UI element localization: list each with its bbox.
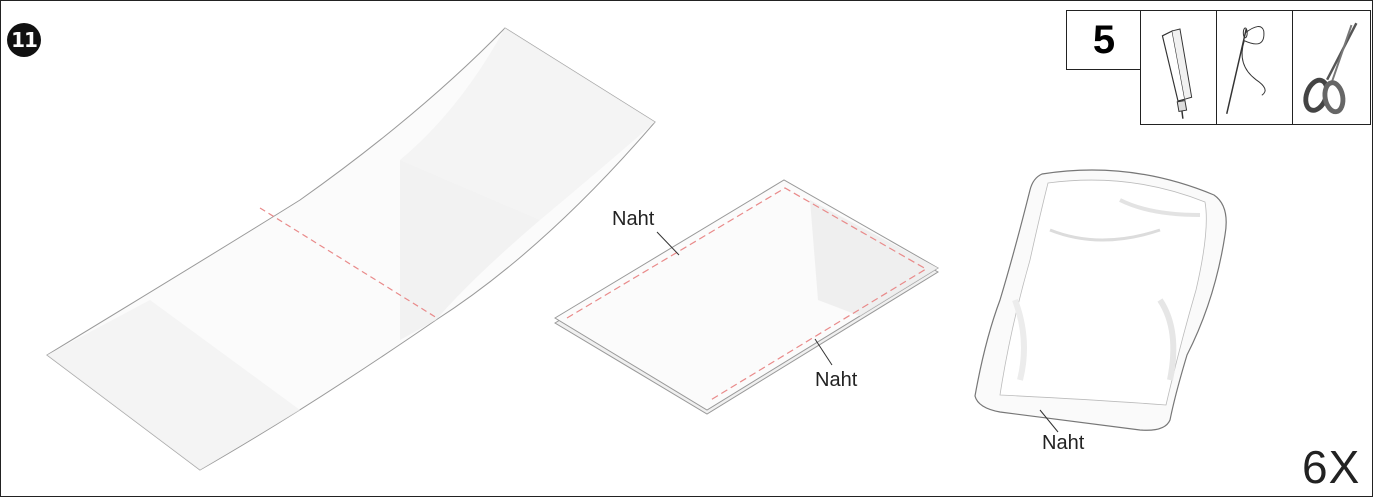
needle-and-thread-icon — [1216, 10, 1294, 125]
scissors-icon — [1292, 10, 1371, 125]
quantity-multiplier: 6X — [1302, 440, 1360, 494]
seam-label: Naht — [815, 369, 857, 392]
fabric-strip — [47, 28, 655, 470]
seam-label: Naht — [1042, 432, 1084, 455]
tool-count: 5 — [1066, 10, 1142, 70]
glue-tube-icon — [1140, 10, 1218, 125]
seam-label: Naht — [612, 208, 654, 231]
tools-panel: 5 — [1066, 10, 1371, 125]
pillow — [975, 170, 1226, 432]
